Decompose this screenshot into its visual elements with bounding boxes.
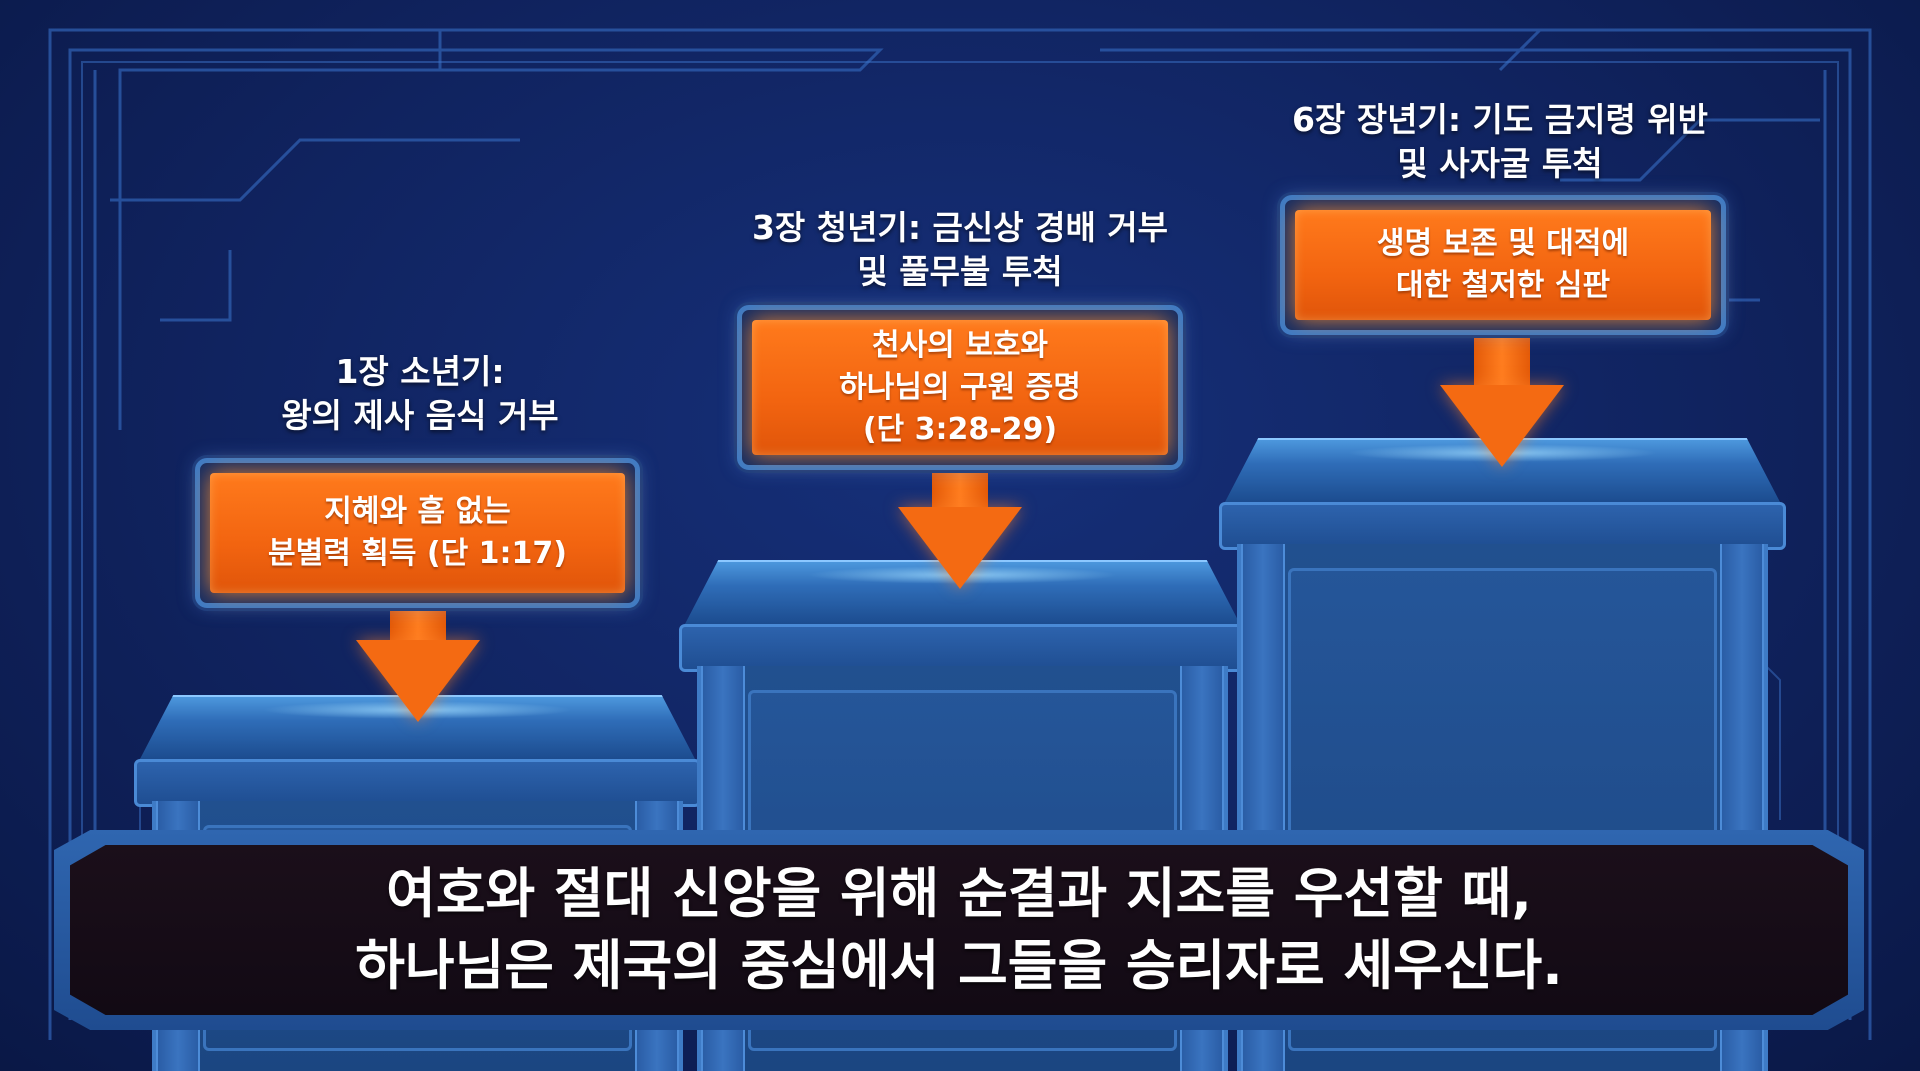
pedestal-rim — [1219, 502, 1786, 550]
stage-1-title-line-2: 왕의 제사 음식 거부 — [281, 396, 559, 435]
pedestal-rim — [679, 624, 1246, 672]
stage-3-title-line-1: 6장 장년기: 기도 금지령 위반 — [1291, 100, 1709, 139]
caption-banner: 여호와 절대 신앙을 위해 순결과 지조를 우선할 때, 하나님은 제국의 중심… — [70, 845, 1848, 1015]
stage-2-outcome-line-2: 하나님의 구원 증명 — [839, 369, 1081, 405]
stage-3-title: 6장 장년기: 기도 금지령 위반 및 사자굴 투척 — [1240, 98, 1760, 186]
stage-2-title-line-2: 및 풀무불 투척 — [857, 252, 1063, 291]
down-arrow-icon — [1440, 325, 1564, 467]
stage-3-outcome-line-1: 생명 보존 및 대적에 — [1376, 226, 1630, 261]
stage-1-title: 1장 소년기: 왕의 제사 음식 거부 — [210, 350, 630, 438]
stage-1-outcome-box: 지혜와 흠 없는 분별력 획득 (단 1:17) — [195, 458, 640, 608]
stage-2-outcome-line-3: (단 3:28-29) — [862, 411, 1058, 447]
stage-2-title: 3장 청년기: 금신상 경배 거부 및 풀무불 투척 — [700, 206, 1220, 294]
stage-3-outcome: 생명 보존 및 대적에 대한 철저한 심판 — [1295, 210, 1711, 320]
stage-1-outcome-line-2: 분별력 획득 (단 1:17) — [268, 536, 567, 571]
stage-3-outcome-box: 생명 보존 및 대적에 대한 철저한 심판 — [1280, 195, 1726, 335]
stage-2-outcome: 천사의 보호와 하나님의 구원 증명 (단 3:28-29) — [752, 320, 1168, 455]
caption-line-1: 여호와 절대 신앙을 위해 순결과 지조를 우선할 때, — [386, 862, 1532, 925]
stage-1-title-line-1: 1장 소년기: — [335, 352, 505, 391]
stage-2-outcome-box: 천사의 보호와 하나님의 구원 증명 (단 3:28-29) — [737, 305, 1183, 470]
caption-line-2: 하나님은 제국의 중심에서 그들을 승리자로 세우신다. — [355, 934, 1563, 997]
pedestal-rim — [134, 759, 701, 807]
stage-2-title-line-1: 3장 청년기: 금신상 경배 거부 — [751, 208, 1169, 247]
stage-3-title-line-2: 및 사자굴 투척 — [1397, 144, 1603, 183]
stage-2-outcome-line-1: 천사의 보호와 — [871, 327, 1049, 363]
stage-3-outcome-line-2: 대한 철저한 심판 — [1395, 268, 1611, 303]
stage-1-outcome: 지혜와 흠 없는 분별력 획득 (단 1:17) — [210, 473, 625, 593]
stage-1-outcome-line-1: 지혜와 흠 없는 — [324, 494, 511, 529]
down-arrow-icon — [898, 462, 1022, 589]
